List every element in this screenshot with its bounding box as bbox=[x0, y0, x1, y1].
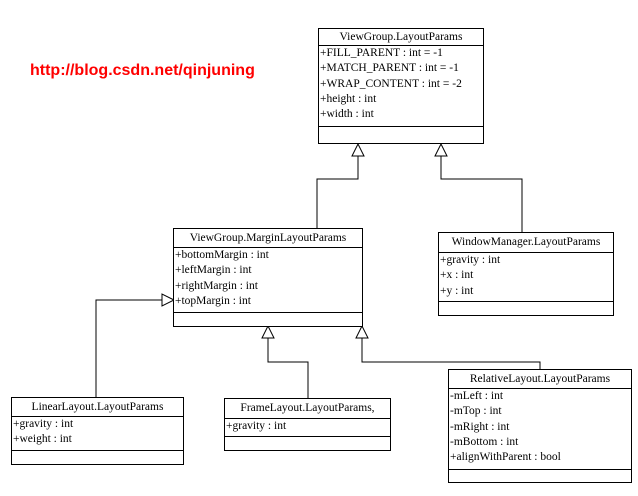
attribute: +gravity : int bbox=[226, 420, 287, 432]
attribute: +bottomMargin : int bbox=[175, 249, 269, 261]
class-attributes: +gravity : int bbox=[225, 419, 390, 437]
attribute: +leftMargin : int bbox=[175, 264, 252, 277]
class-name: WindowManager.LayoutParams bbox=[439, 233, 613, 253]
class-attributes: +gravity : int +weight : int bbox=[12, 417, 183, 451]
class-name: FrameLayout.LayoutParams, bbox=[225, 399, 390, 419]
attribute: -mRight : int bbox=[450, 420, 510, 433]
attribute: +height : int bbox=[320, 92, 377, 105]
attribute: +width : int bbox=[320, 108, 374, 121]
attribute: +WRAP_CONTENT : int = -2 bbox=[320, 77, 462, 90]
attribute: +alignWithParent : bool bbox=[450, 451, 561, 464]
class-attributes: +FILL_PARENT : int = -1 +MATCH_PARENT : … bbox=[319, 46, 483, 127]
class-viewgroup-layoutparams: ViewGroup.LayoutParams +FILL_PARENT : in… bbox=[318, 28, 484, 144]
class-name: ViewGroup.MarginLayoutParams bbox=[174, 229, 362, 248]
class-relativelayout-layoutparams: RelativeLayout.LayoutParams -mLeft : int… bbox=[448, 369, 632, 483]
attribute: +y : int bbox=[440, 284, 474, 297]
class-framelayout-layoutparams: FrameLayout.LayoutParams, +gravity : int bbox=[224, 398, 391, 451]
class-name: LinearLayout.LayoutParams bbox=[12, 398, 183, 417]
attribute: +MATCH_PARENT : int = -1 bbox=[320, 62, 459, 75]
attribute: +weight : int bbox=[13, 433, 72, 446]
connector-window-to-viewgroup bbox=[440, 156, 523, 232]
class-margin-layoutparams: ViewGroup.MarginLayoutParams +bottomMarg… bbox=[173, 228, 363, 327]
connector-linear-to-margin bbox=[95, 299, 162, 397]
inheritance-arrow-frame bbox=[261, 324, 275, 339]
class-name: RelativeLayout.LayoutParams bbox=[449, 370, 631, 389]
connector-frame-to-margin bbox=[267, 338, 309, 398]
attribute: +FILL_PARENT : int = -1 bbox=[320, 47, 443, 59]
attribute: -mLeft : int bbox=[450, 390, 504, 402]
attribute: +x : int bbox=[440, 269, 474, 282]
connector-relative-to-margin bbox=[361, 338, 541, 369]
class-name: ViewGroup.LayoutParams bbox=[319, 29, 483, 46]
inheritance-arrow-relative bbox=[355, 324, 369, 339]
attribute: -mTop : int bbox=[450, 405, 502, 418]
class-windowmanager-layoutparams: WindowManager.LayoutParams +gravity : in… bbox=[438, 232, 614, 316]
inheritance-arrow-linear bbox=[161, 293, 176, 307]
class-attributes: +bottomMargin : int +leftMargin : int +r… bbox=[174, 248, 362, 313]
watermark-url: http://blog.csdn.net/qinjuning bbox=[30, 62, 255, 79]
class-attributes: -mLeft : int -mTop : int -mRight : int -… bbox=[449, 389, 631, 470]
attribute: +topMargin : int bbox=[175, 294, 251, 307]
attribute: -mBottom : int bbox=[450, 435, 519, 448]
inheritance-arrow-margin bbox=[351, 142, 365, 157]
class-attributes: +gravity : int +x : int +y : int bbox=[439, 253, 613, 302]
connector-margin-to-viewgroup bbox=[316, 156, 359, 228]
inheritance-arrow-window bbox=[434, 142, 448, 157]
class-linearlayout-layoutparams: LinearLayout.LayoutParams +gravity : int… bbox=[11, 397, 184, 465]
attribute: +rightMargin : int bbox=[175, 279, 258, 292]
attribute: +gravity : int bbox=[440, 254, 501, 266]
attribute: +gravity : int bbox=[13, 418, 74, 430]
